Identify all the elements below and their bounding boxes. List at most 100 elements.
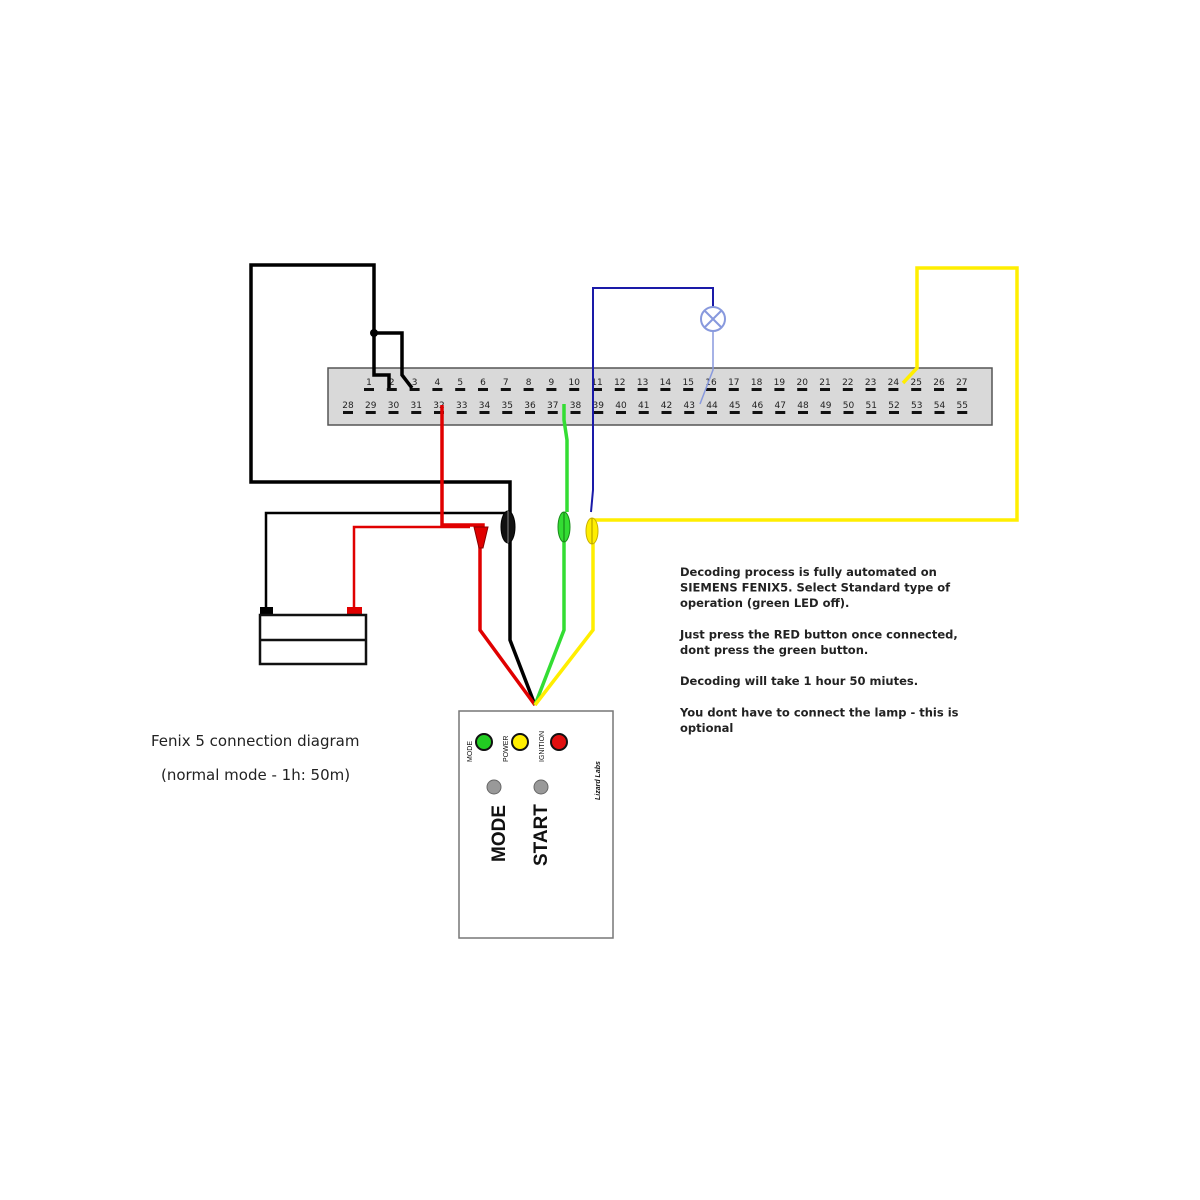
- pin-23: [865, 388, 876, 391]
- red-alligator-clip: [473, 526, 489, 549]
- pin-label-14: 14: [660, 378, 672, 388]
- mode-led: [475, 733, 493, 751]
- pin-37: [547, 411, 558, 414]
- pin-label-42: 42: [661, 401, 672, 411]
- pin-22: [842, 388, 853, 391]
- pin-label-2: 2: [389, 378, 395, 388]
- pin-label-11: 11: [591, 378, 602, 388]
- pin-8: [523, 388, 534, 391]
- pin-39: [593, 411, 604, 414]
- pin-42: [661, 411, 672, 414]
- pin-5: [455, 388, 466, 391]
- pin-11: [592, 388, 602, 391]
- led-label-mode: MODE: [467, 741, 474, 762]
- pin-label-34: 34: [479, 401, 491, 411]
- pin-9: [546, 388, 557, 391]
- led-label-power: POWER: [503, 736, 510, 762]
- pin-2: [386, 388, 397, 391]
- pin-label-33: 33: [456, 401, 467, 411]
- pin-19: [774, 388, 785, 391]
- pin-label-51: 51: [866, 401, 877, 411]
- green-alligator-clip: [557, 511, 571, 543]
- pin-label-12: 12: [614, 378, 625, 388]
- pin-label-4: 4: [435, 378, 441, 388]
- decoder-device: MODE POWER IGNITION Lizard Labs MODE STA…: [458, 710, 614, 939]
- pin-label-3: 3: [412, 378, 418, 388]
- connector-body: [327, 367, 993, 426]
- pin-43: [684, 411, 695, 414]
- pin-label-44: 44: [706, 401, 718, 411]
- pin-53: [911, 411, 922, 414]
- pin-label-36: 36: [524, 401, 536, 411]
- pin-label-29: 29: [365, 401, 377, 411]
- pin-14: [660, 388, 671, 391]
- battery-positive-terminal: [347, 607, 362, 616]
- green-wire-pin37: [562, 404, 569, 512]
- pin-33: [456, 411, 467, 414]
- pin-36: [525, 411, 535, 414]
- pin-label-37: 37: [547, 401, 558, 411]
- note-line: You dont have to connect the lamp - this…: [679, 705, 959, 719]
- pin-label-30: 30: [388, 401, 400, 411]
- note-line: dont press the green button.: [680, 643, 868, 657]
- lamp-icon: [700, 306, 726, 332]
- pin-44: [707, 411, 717, 414]
- pin-label-26: 26: [933, 378, 945, 388]
- pin-label-15: 15: [682, 378, 693, 388]
- start-button[interactable]: [533, 779, 549, 795]
- pin-label-48: 48: [797, 401, 809, 411]
- yellow-wire-to-device: [533, 540, 595, 707]
- pin-18: [751, 388, 762, 391]
- brand-label: Lizard Labs: [595, 761, 602, 800]
- pin-54: [934, 411, 945, 414]
- pin-51: [866, 411, 877, 414]
- pin-label-50: 50: [843, 401, 855, 411]
- pin-label-10: 10: [568, 378, 580, 388]
- pin-label-6: 6: [480, 378, 486, 388]
- black-wire-ground: [249, 263, 512, 515]
- pin-label-8: 8: [526, 378, 532, 388]
- pin-10: [569, 388, 580, 391]
- mode-button[interactable]: [486, 779, 502, 795]
- mode-button-label: MODE: [489, 805, 510, 862]
- pin-4: [432, 388, 443, 391]
- pin-label-35: 35: [502, 401, 513, 411]
- pin-label-20: 20: [796, 378, 808, 388]
- pin-7: [500, 388, 511, 391]
- pin-label-49: 49: [820, 401, 832, 411]
- pin-21: [820, 388, 830, 391]
- pin-6: [478, 388, 488, 391]
- pin-label-45: 45: [729, 401, 740, 411]
- pin-50: [843, 411, 854, 414]
- note-line: SIEMENS FENIX5. Select Standard type of: [680, 581, 951, 595]
- pin-label-16: 16: [705, 378, 717, 388]
- pin-40: [616, 411, 626, 414]
- pin-38: [570, 411, 581, 414]
- start-button-label: START: [531, 804, 552, 866]
- pin-label-41: 41: [638, 401, 649, 411]
- battery: [258, 607, 368, 666]
- pin-label-25: 25: [910, 378, 921, 388]
- pin-52: [889, 411, 899, 414]
- instructions-notes: Decoding process is fully automated on SI…: [679, 565, 959, 735]
- led-label-ignition: IGNITION: [539, 731, 546, 762]
- lamp-wire-pin43: [699, 331, 714, 405]
- red-wire-to-device: [478, 545, 537, 707]
- pin-1: [364, 388, 374, 391]
- note-line: Decoding process is fully automated on: [680, 565, 937, 579]
- black-wire-to-device: [508, 540, 537, 706]
- pin-45: [729, 411, 740, 414]
- note-line: optional: [680, 721, 733, 735]
- pin-label-53: 53: [911, 401, 922, 411]
- note-line: Just press the RED button once connected…: [679, 627, 958, 641]
- pin-32: [434, 411, 444, 414]
- green-wire-to-device: [533, 540, 566, 706]
- pin-label-31: 31: [411, 401, 422, 411]
- pin-55: [957, 411, 968, 414]
- power-led: [511, 733, 529, 751]
- pin-17: [728, 388, 739, 391]
- pin-29: [365, 411, 376, 414]
